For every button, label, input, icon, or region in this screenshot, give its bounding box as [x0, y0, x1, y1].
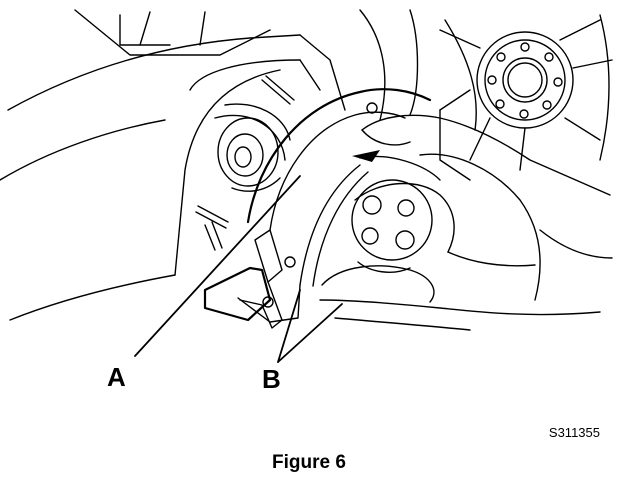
engine-housing — [0, 9, 477, 321]
fan-hub — [439, 14, 613, 181]
leader-line-a — [134, 175, 301, 357]
callout-label-a: A — [107, 362, 126, 392]
hand — [319, 114, 613, 331]
leader-line-b2 — [277, 303, 343, 363]
spherical-knob — [351, 179, 433, 273]
leader-lines — [134, 175, 343, 363]
belt-installation-tool — [203, 88, 432, 329]
technical-illustration — [0, 9, 613, 363]
pointer-arrow-icon — [352, 150, 380, 162]
pulley — [195, 75, 295, 251]
part-number: S311355 — [548, 425, 600, 440]
leader-line-b1 — [277, 289, 301, 363]
callout-label-b: B — [262, 364, 281, 394]
figure-caption: Figure 6 — [272, 452, 346, 473]
